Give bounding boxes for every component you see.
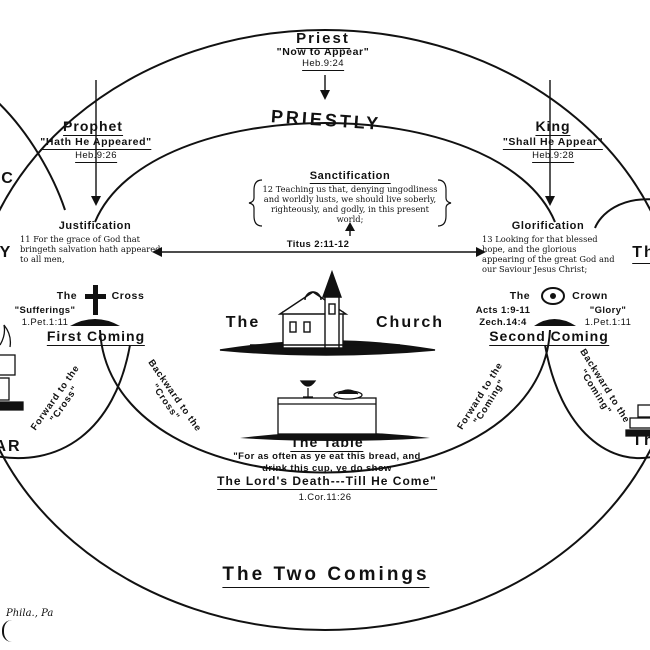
prophet-ref: Heb.9:26: [75, 150, 117, 163]
right-edge-lower: Th: [632, 432, 650, 449]
justification-verse: 11 For the grace of God that bringeth sa…: [20, 234, 161, 264]
church-icon: [219, 269, 436, 356]
left-edge-lower: AR: [0, 438, 22, 455]
priest-subtitle: "Now to Appear": [276, 46, 370, 58]
sanctification-title: Sanctification: [309, 170, 391, 184]
justification-title: Justification: [58, 220, 132, 232]
outer-oval: [0, 29, 650, 631]
sanctification-verse: 12 Teaching us that, denying ungodliness…: [262, 184, 438, 224]
first-coming-title: First Coming: [46, 328, 146, 346]
table-title: The Table: [290, 434, 364, 452]
monogram-icon: [2, 620, 24, 642]
second-coming-crown: Crown: [572, 290, 608, 302]
second-coming-the: The: [509, 290, 531, 302]
footer-title: The Two Comings: [222, 564, 430, 588]
king-subtitle: "Shall He Appear": [502, 136, 604, 150]
king-title: King: [535, 118, 571, 136]
glorification-verse: 13 Looking for that blessed hope, and th…: [482, 234, 615, 274]
second-coming-title: Second Coming: [489, 328, 609, 346]
right-upper-arc: [594, 198, 650, 229]
priest-title: Priest: [296, 30, 350, 49]
first-coming-ref: 1.Pet.1:11: [21, 317, 69, 328]
second-coming-zech: Zech.14:4: [479, 317, 527, 328]
glorification-title: Glorification: [511, 220, 585, 232]
left-lower-arc: [0, 344, 131, 460]
table-line3: The Lord's Death---Till He Come": [217, 474, 437, 490]
crown-icon: [534, 287, 576, 326]
first-coming-sufferings: "Sufferings": [14, 305, 76, 316]
signature: Phila., Pa: [6, 608, 54, 619]
titus-ref: Titus 2:11-12: [286, 239, 350, 250]
left-edge-middle: Y: [0, 244, 13, 261]
table-icon: [240, 380, 430, 441]
church-label: Church: [376, 314, 444, 331]
left-edge-upper: C: [1, 170, 15, 187]
first-coming-cross: Cross: [111, 290, 145, 302]
altar-icon: [0, 324, 24, 411]
table-line1: "For as often as ye eat this bread, and: [233, 451, 421, 462]
second-coming-acts: Acts 1:9-11: [475, 305, 531, 316]
right-lower-arc: [544, 344, 650, 460]
church-the: The: [225, 314, 261, 331]
lower-arc: [99, 329, 551, 474]
second-coming-ref: 1.Pet.1:11: [584, 317, 632, 328]
king-ref: Heb.9:28: [532, 150, 574, 163]
second-coming-glory: "Glory": [589, 305, 627, 316]
right-edge-middle: Th: [632, 244, 650, 264]
priestly-arc: [94, 122, 556, 223]
table-line2: drink this cup, ye do show: [262, 463, 392, 474]
throne-icon: [625, 404, 650, 437]
first-coming-the: The: [56, 290, 78, 302]
left-upper-arc: [0, 102, 66, 211]
prophet-subtitle: "Hath He Appeared": [40, 136, 152, 150]
prophet-title: Prophet: [63, 118, 123, 136]
cross-icon: [70, 285, 120, 326]
priest-ref: Heb.9:24: [302, 58, 344, 71]
table-ref: 1.Cor.11:26: [298, 492, 352, 503]
